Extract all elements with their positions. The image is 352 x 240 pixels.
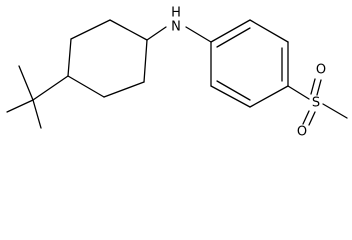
bond-phenyl-to-sulfur: [287, 85, 310, 100]
benzene-bond-2: [249, 19, 289, 43]
benzene-bond-5: [210, 85, 251, 108]
bond-tbu-to-ring: [32, 75, 69, 101]
cyclohexane-bond-2: [70, 19, 111, 40]
bond-sulfur-oxygen-bottom-1: [302, 110, 310, 125]
tert-butyl-group: [6, 65, 69, 129]
nitrogen-label: N: [171, 20, 181, 35]
sulfur-label: S: [312, 96, 320, 111]
cyclohexane-ring: [67, 19, 148, 98]
benzene-bond-1: [210, 19, 251, 43]
bond-nitrogen-to-phenyl: [185, 26, 212, 43]
benzene-double-bond-a: [216, 27, 251, 48]
cyclohexane-bond-5: [103, 81, 145, 98]
hydrogen-label: H: [171, 6, 181, 21]
cyclohexane-bond-1: [67, 38, 72, 77]
oxygen-top-label: O: [316, 63, 326, 78]
bond-sulfur-to-methyl: [322, 103, 348, 119]
methylsulfonyl-group: [287, 78, 348, 126]
cyclohexane-bond-6: [67, 75, 105, 98]
bond-tbu-quaternary-methyl-top: [18, 65, 34, 101]
bond-sulfur-oxygen-top-2: [316, 79, 322, 96]
bond-tbu-quaternary-methyl-bottom: [32, 99, 42, 129]
cyclohexane-bond-4: [143, 39, 148, 83]
oxygen-bottom-label: O: [297, 125, 307, 140]
amine-linkage: [146, 26, 212, 43]
bond-sulfur-oxygen-bottom-2: [308, 111, 316, 126]
bond-sulfur-oxygen-top-1: [310, 78, 316, 95]
structure-diagram: H N S O O: [6, 6, 348, 140]
benzene-ring: [210, 19, 289, 108]
bond-tbu-quaternary-methyl-left: [6, 99, 34, 113]
bond-ring-to-nitrogen: [146, 26, 167, 41]
benzene-bond-4: [249, 85, 289, 108]
cyclohexane-bond-3: [109, 19, 148, 41]
benzene-double-bond-c: [216, 80, 251, 101]
